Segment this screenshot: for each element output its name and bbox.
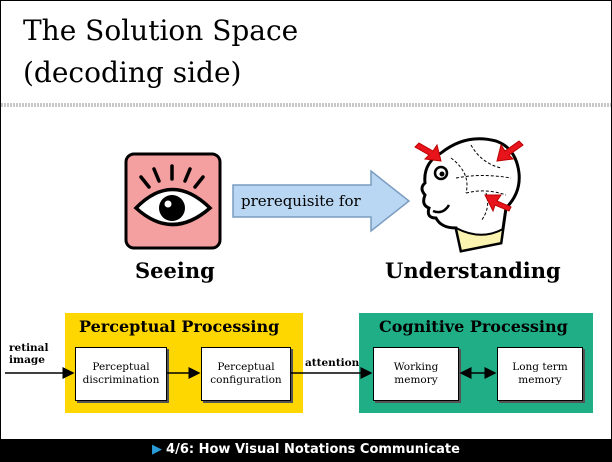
attention-label: attention	[305, 357, 360, 369]
box-label-line2: memory	[518, 374, 562, 386]
eye-icon	[124, 152, 222, 250]
box-label-line1: Working	[393, 361, 439, 373]
title-divider	[1, 103, 611, 107]
slide-title-line2: (decoding side)	[23, 56, 242, 89]
right-arrow-icon	[232, 169, 411, 233]
retinal-line1: retinal	[9, 342, 49, 354]
triangle-right-icon: ▶	[152, 442, 163, 457]
head-icon	[414, 137, 524, 253]
retinal-line2: image	[9, 354, 45, 366]
prerequisite-label: prerequisite for	[241, 192, 361, 210]
understanding-label: Understanding	[385, 258, 561, 283]
seeing-label: Seeing	[135, 258, 215, 283]
slide-title-line1: The Solution Space	[23, 14, 299, 47]
box-label-line1: Perceptual	[92, 361, 150, 373]
box-label-line2: memory	[394, 374, 438, 386]
box-label-line2: discrimination	[82, 374, 160, 386]
perceptual-title: Perceptual Processing	[79, 317, 280, 336]
perceptual-configuration-box: Perceptual configuration	[201, 347, 291, 401]
perceptual-panel: Perceptual Processing Perceptual discrim…	[65, 313, 303, 413]
box-label-line1: Perceptual	[217, 361, 275, 373]
footer-bar: ▶4/6: How Visual Notations Communicate	[1, 439, 611, 461]
cognitive-panel: Cognitive Processing Working memory Long…	[359, 313, 593, 413]
box-label-line1: Long term	[512, 361, 568, 373]
perceptual-discrimination-box: Perceptual discrimination	[75, 347, 167, 401]
footer-text: 4/6: How Visual Notations Communicate	[166, 442, 460, 457]
retinal-image-label: retinal image	[9, 342, 48, 366]
long-term-memory-box: Long term memory	[497, 347, 583, 401]
title-area: The Solution Space (decoding side)	[1, 1, 611, 101]
working-memory-box: Working memory	[373, 347, 459, 401]
box-label-line2: configuration	[210, 374, 282, 386]
cognitive-title: Cognitive Processing	[379, 317, 568, 336]
